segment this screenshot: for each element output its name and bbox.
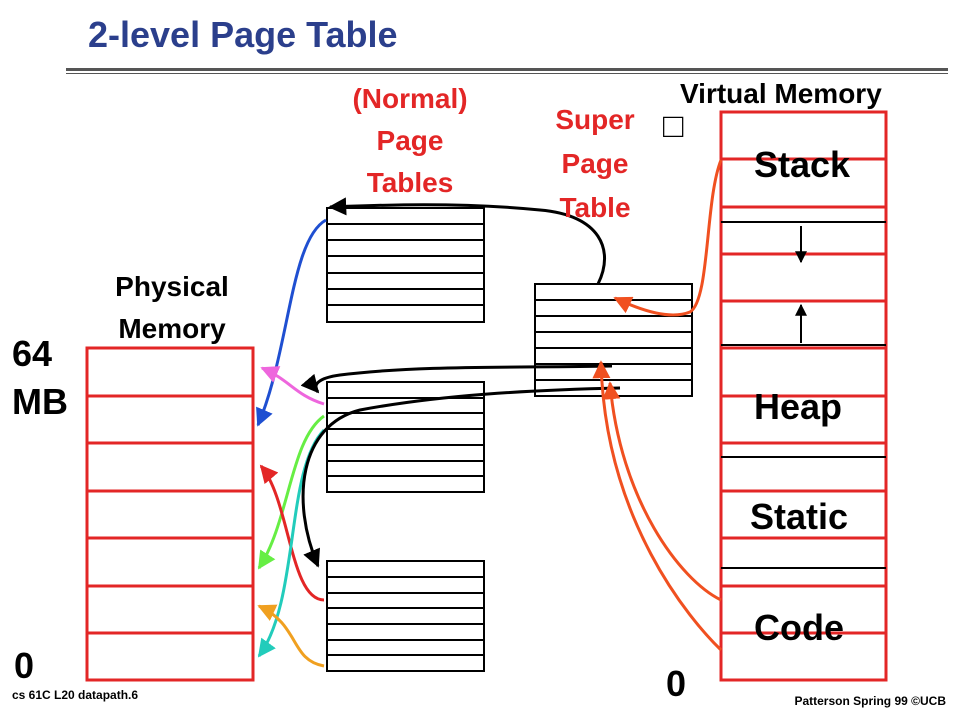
physical-label-line2: Memory [118,313,226,344]
super-label-line1: Super [555,104,635,135]
virtual-memory-label: Virtual Memory [680,78,882,109]
super-label-line2: Page [561,148,629,179]
page-title: 2-level Page Table [88,14,398,55]
normal-label-line2: Page [376,125,444,156]
arrow-vm-code-2 [602,381,722,602]
arrow-orange [257,604,325,668]
pm-size-number: 64 [12,333,53,374]
title-rule-thick [66,68,948,71]
pm-size-unit: MB [12,381,68,422]
super-label-line3: Table [559,192,631,223]
arrow-cyan [257,428,326,658]
normal-label-line3: Tables [366,167,454,198]
super-page-table-label: Super Page Table [535,98,655,230]
segment-heap: Heap [754,386,843,427]
normal-page-table-2 [326,381,485,493]
segment-static: Static [750,496,849,537]
arrow-vm-code-1 [592,360,723,652]
pm-size-label: 64 MB [12,330,68,426]
normal-label-line1: (Normal) [352,83,468,114]
segment-code: Code [754,607,844,648]
normal-page-table-1 [326,207,485,323]
footer-course: cs 61C L20 datapath.6 [12,688,139,702]
segment-stack: Stack [754,144,851,185]
physical-label-line1: Physical [115,271,229,302]
physical-memory-label: Physical Memory [92,266,252,350]
normal-page-table-3 [326,560,485,672]
arrow-super-to-pt2 [300,364,613,394]
footer-author: Patterson Spring 99 ©UCB [794,694,946,708]
arrow-pink [260,366,325,406]
missing-glyph-icon: □ [663,107,684,145]
arrow-vm-stack [613,159,723,317]
arrow-super-to-pt3 [301,386,621,568]
arrow-green [257,414,325,570]
pm-zero-label: 0 [14,645,35,686]
arrow-blue [256,218,327,427]
vm-zero-label: 0 [666,663,687,704]
normal-page-tables-label: (Normal) Page Tables [330,78,490,204]
arrow-super-to-pt1 [328,197,607,285]
physical-memory-block [85,346,255,682]
title-rule-thin [66,73,948,74]
super-page-table [534,283,693,397]
virtual-memory-block [719,110,888,682]
